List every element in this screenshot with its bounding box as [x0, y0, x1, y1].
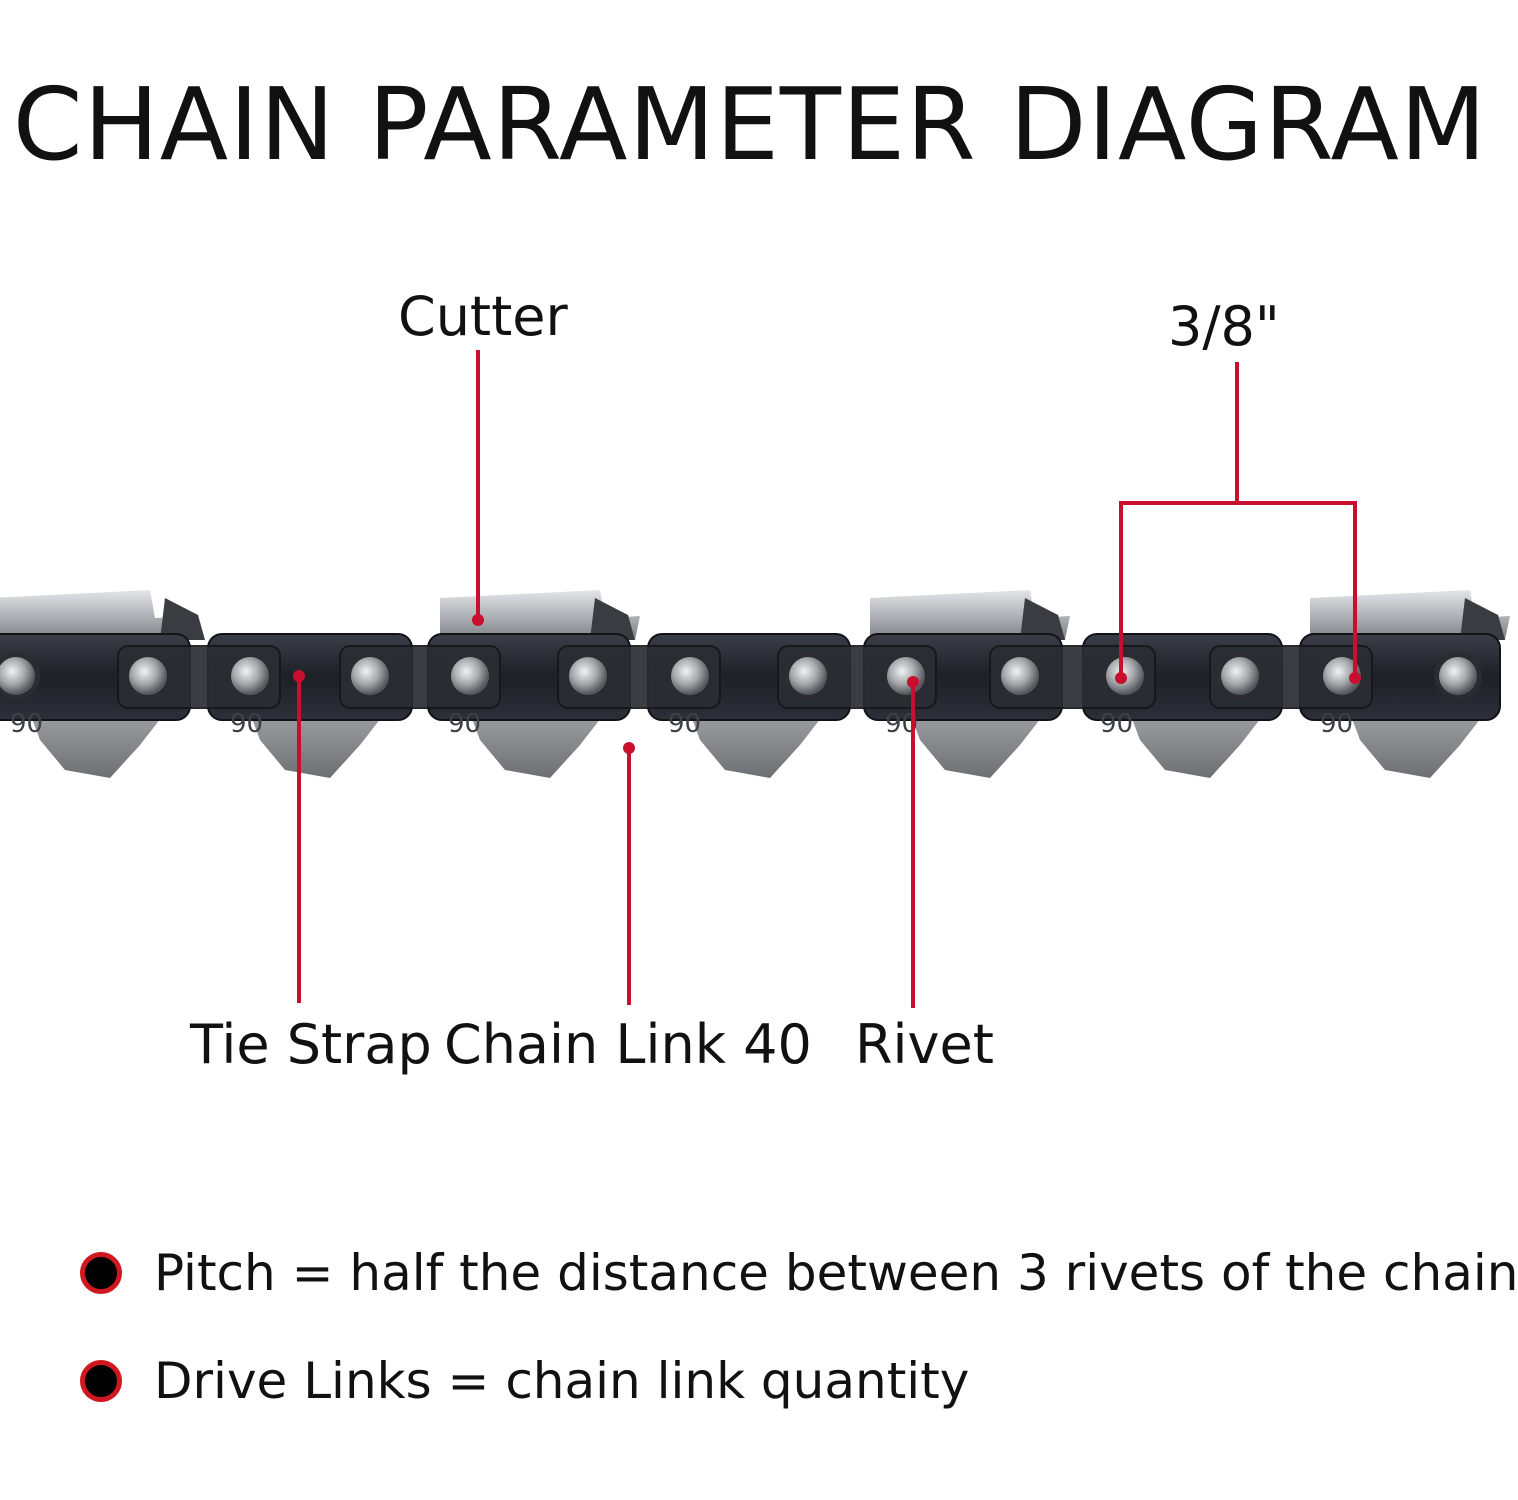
- side-plates: [0, 633, 1501, 721]
- link-marking: 90: [230, 709, 263, 739]
- drive-link-hole: [397, 720, 413, 736]
- tie-strap-callout-dot: [293, 670, 305, 682]
- page-title: CHAIN PARAMETER DIAGRAM: [12, 66, 1488, 183]
- rivet-head: [887, 657, 925, 695]
- legend-text: Pitch = half the distance between 3 rive…: [154, 1244, 1518, 1302]
- chain-link-callout-dot: [623, 742, 635, 754]
- drive-link-hole: [1497, 720, 1513, 736]
- drive-link-hole: [837, 720, 853, 736]
- legend-item-pitch: Pitch = half the distance between 3 rive…: [80, 1248, 1518, 1298]
- rivet-head: [671, 657, 709, 695]
- rivet-label: Rivet: [855, 1013, 994, 1076]
- legend-text: Drive Links = chain link quantity: [154, 1352, 970, 1410]
- rivet-head: [0, 657, 35, 695]
- depth-gauge: [590, 598, 635, 640]
- drive-link-hole: [617, 720, 633, 736]
- drive-link-hole: [177, 720, 193, 736]
- rivet-head: [1323, 657, 1361, 695]
- rivet-head: [231, 657, 269, 695]
- rivet-callout-dot: [907, 676, 919, 688]
- cutter-label: Cutter: [398, 285, 568, 348]
- drive-link-hole: [1277, 720, 1293, 736]
- link-marking: 90: [1100, 709, 1133, 739]
- pitch-value-label: 3/8": [1168, 295, 1280, 358]
- cutter-tooth: [0, 590, 190, 640]
- rivet-head: [789, 657, 827, 695]
- legend-bullet-icon: [80, 1252, 122, 1294]
- chain-link-label: Chain Link 40: [444, 1013, 812, 1076]
- pitch-rivet-left-dot: [1115, 672, 1127, 684]
- cutter-tooth: [440, 590, 640, 640]
- legend-bullet-icon: [80, 1360, 122, 1402]
- link-marking: 90: [1320, 709, 1353, 739]
- rivet-head: [451, 657, 489, 695]
- callouts: [297, 350, 1357, 1008]
- rivet-head: [129, 657, 167, 695]
- cutters: [0, 590, 1510, 640]
- cutter-tooth: [870, 590, 1070, 640]
- pitch-rivet-right-dot: [1349, 672, 1361, 684]
- depth-gauge: [1020, 598, 1065, 640]
- rivet-head: [1439, 657, 1477, 695]
- tie-strap-label: Tie Strap: [190, 1013, 432, 1076]
- legend-item-drive-links: Drive Links = chain link quantity: [80, 1356, 969, 1406]
- depth-gauge: [1460, 598, 1505, 640]
- link-marking: 90: [10, 709, 43, 739]
- rivet-head: [1221, 657, 1259, 695]
- cutter-tooth: [1310, 590, 1510, 640]
- depth-gauge: [160, 598, 205, 640]
- link-marking: 90: [668, 709, 701, 739]
- rivet-head: [569, 657, 607, 695]
- rivets: [0, 652, 1482, 700]
- rivet-head: [1001, 657, 1039, 695]
- callout-dots: [293, 614, 1361, 754]
- cutter-callout-dot: [472, 614, 484, 626]
- link-marking: 90: [448, 709, 481, 739]
- drive-link-hole: [1057, 720, 1073, 736]
- rivet-head: [351, 657, 389, 695]
